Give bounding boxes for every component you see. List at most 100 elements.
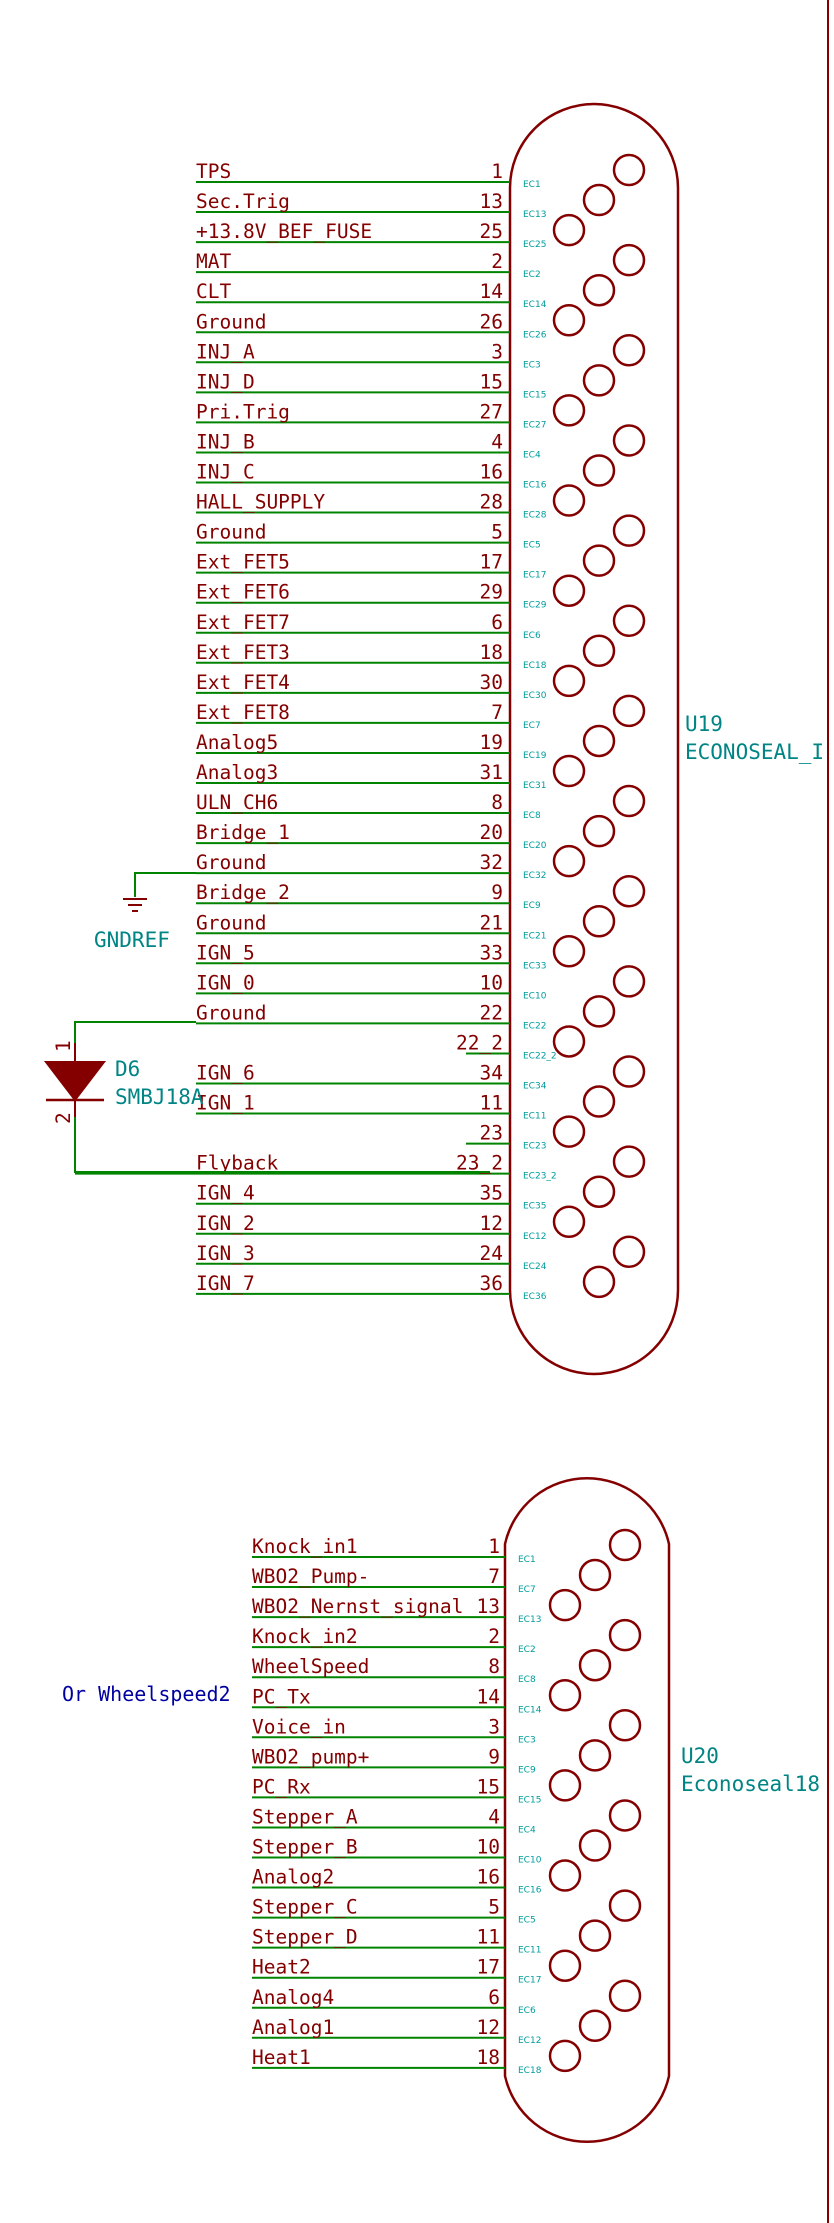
pin-number: 5 — [491, 521, 503, 544]
pin-number: 25 — [480, 220, 503, 243]
net-label: Bridge_2 — [196, 881, 290, 904]
diode-pin-2: 2 — [52, 1112, 75, 1124]
connector-hole — [582, 905, 616, 938]
pin-number: 3 — [491, 340, 503, 363]
pin-number: 29 — [480, 581, 503, 604]
pin-number: 11 — [477, 1926, 500, 1949]
net-label: IGN_0 — [196, 971, 255, 994]
net-label: Stepper_C — [252, 1896, 358, 1919]
pad-label: EC31 — [523, 781, 546, 791]
connector-holes-u19 — [552, 153, 646, 1299]
connector-hole — [612, 965, 646, 998]
connector-hole — [548, 1769, 582, 1802]
connector-hole — [548, 1859, 582, 1892]
net-label: Analog1 — [252, 2016, 334, 2039]
connector-hole — [552, 574, 586, 607]
connector-hole — [548, 1588, 582, 1622]
pin-number: 8 — [488, 1655, 500, 1678]
connector-hole — [582, 1085, 616, 1118]
pin-number: 17 — [477, 1956, 500, 1979]
pin-number: 10 — [477, 1836, 500, 1859]
net-label: IGN_5 — [196, 941, 255, 964]
net-label: IGN_2 — [196, 1212, 255, 1235]
pin-number: 18 — [477, 2046, 500, 2069]
net-label: Ground — [196, 911, 266, 934]
wheelspeed-note: Or Wheelspeed2 — [62, 1682, 231, 1706]
net-label: Stepper_D — [252, 1926, 358, 1949]
connector-hole — [612, 694, 646, 728]
connector-hole — [608, 1618, 642, 1652]
connector-holes-u20 — [548, 1528, 642, 2073]
diode-wire-top — [74, 1021, 196, 1043]
pad-label: EC10 — [518, 1856, 542, 1866]
gndref-symbol: GNDREF — [94, 872, 196, 952]
net-label: Ext_FET3 — [196, 641, 290, 664]
pad-label: EC23 — [523, 1142, 546, 1152]
net-label: IGN_7 — [196, 1272, 255, 1295]
pad-label: EC16 — [518, 1886, 542, 1896]
pin-number: 2 — [491, 250, 503, 273]
pin-number: 3 — [488, 1715, 500, 1738]
connector-hole — [612, 153, 646, 187]
reference-u20: U20 — [681, 1744, 719, 1768]
pin-number: 13 — [477, 1595, 500, 1618]
connector-hole — [612, 514, 646, 547]
pin-number: 8 — [491, 791, 503, 814]
pin-number: 14 — [480, 280, 503, 303]
connector-hole — [552, 484, 586, 517]
pad-label: EC27 — [523, 420, 546, 430]
pad-label: EC11 — [518, 1946, 541, 1956]
diode-d6: 1 2 D6 SMBJ18A — [43, 1021, 490, 1173]
pin-number: 15 — [477, 1775, 500, 1798]
net-label: Analog5 — [196, 731, 278, 754]
pin-number: 6 — [491, 611, 503, 634]
connector-hole — [582, 724, 616, 758]
connector-hole — [612, 874, 646, 908]
connector-hole — [582, 634, 616, 668]
connector-hole — [552, 213, 586, 247]
pad-label: EC15 — [518, 1795, 541, 1805]
pad-label: EC4 — [518, 1825, 536, 1835]
net-label: INJ_C — [196, 461, 255, 484]
net-label: Ground — [196, 310, 266, 333]
gndref-label: GNDREF — [94, 928, 170, 952]
pin-number: 5 — [488, 1896, 500, 1919]
pad-label: EC22 — [523, 1021, 546, 1031]
net-label: IGN_4 — [196, 1182, 255, 1205]
pad-label: EC25 — [523, 240, 546, 250]
pad-label: EC6 — [523, 631, 541, 641]
connector-hole — [582, 364, 616, 397]
net-label: CLT — [196, 280, 231, 303]
net-label: Ground — [196, 851, 266, 874]
connector-hole — [612, 424, 646, 457]
pad-label: EC24 — [523, 1262, 547, 1272]
connector-hole — [608, 1709, 642, 1742]
connector-hole — [578, 1558, 612, 1592]
pin-number: 24 — [480, 1242, 503, 1265]
net-label: Voice_in — [252, 1715, 346, 1738]
pad-label: EC5 — [518, 1916, 536, 1926]
net-label: TPS — [196, 160, 231, 183]
net-label: WBO2_Nernst_signal — [252, 1595, 463, 1618]
net-label: Knock_in1 — [252, 1535, 358, 1558]
